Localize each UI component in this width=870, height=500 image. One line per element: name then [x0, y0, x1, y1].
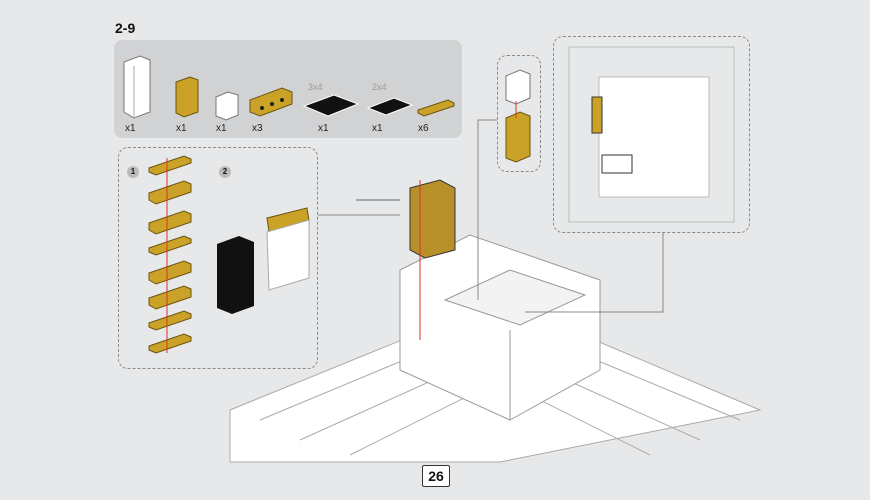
- part-size: 3x4: [308, 82, 323, 92]
- part-qty: x1: [125, 123, 136, 134]
- white-brick-1x2-part: [215, 91, 239, 121]
- part-qty: x1: [176, 123, 187, 134]
- black-tile-3x4-part: [302, 94, 360, 117]
- top-view-callout: [553, 36, 750, 233]
- gold-panel-assembly: [409, 179, 456, 340]
- gold-technic-brick-part: [249, 87, 293, 117]
- part-size: 2x4: [372, 82, 387, 92]
- brick-callout: [497, 55, 541, 172]
- white-brick-1x2x5-part: [123, 55, 151, 119]
- part-qty: x3: [252, 123, 263, 134]
- black-tile-2x4-part: [366, 97, 414, 116]
- substep-number: 2: [219, 166, 231, 178]
- part-qty: x1: [318, 123, 329, 134]
- tower: [399, 234, 601, 421]
- sub-assembly-callout: 1 2: [118, 147, 318, 369]
- step-number: 2-9: [115, 20, 136, 36]
- gold-brick-part: [175, 76, 199, 118]
- substep-number: 1: [127, 166, 139, 178]
- part-qty: x1: [372, 123, 383, 134]
- parts-drawings: [123, 55, 455, 121]
- part-qty: x6: [418, 123, 429, 134]
- sub-assembly-drawing: [148, 155, 310, 354]
- page-number: 26: [422, 465, 450, 487]
- parts-list-panel: x1 x1 x1 x3 3x4 x1 2x4 x1 x6: [114, 40, 462, 138]
- part-qty: x1: [216, 123, 227, 134]
- gold-plate-part: [417, 99, 455, 117]
- connector-lines: [318, 119, 664, 313]
